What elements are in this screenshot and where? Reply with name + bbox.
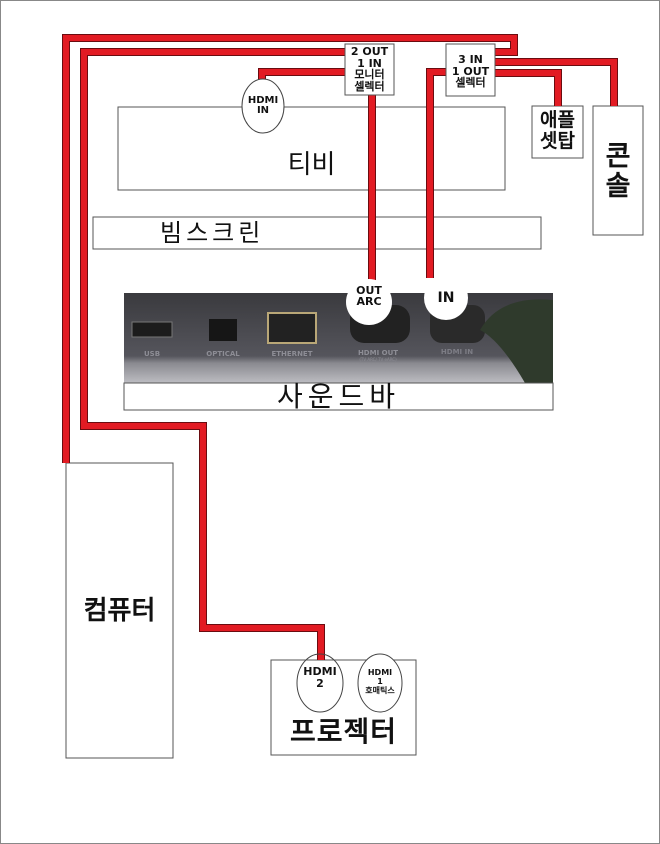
beam-screen-label: 빔스크린 — [160, 219, 265, 247]
photo-hdmi-in-label: HDMI IN — [440, 348, 474, 356]
port-line: HDMI — [247, 95, 279, 106]
selector-line: 1 OUT — [451, 64, 490, 78]
ethernet-port — [267, 312, 317, 344]
selector-line: 2 OUT — [350, 45, 389, 58]
cable-selector-to-soundbar-in — [427, 69, 446, 278]
soundbar-out-arc-label: OUT ARC — [346, 285, 392, 307]
port-line: 2 — [316, 677, 324, 690]
usb-port — [131, 321, 173, 338]
photo-ethernet-label: ETHERNET — [271, 350, 313, 358]
cable-apple-settop — [495, 70, 561, 106]
cable-selector-to-tv — [259, 69, 345, 82]
selector-line: 모니터 — [354, 68, 385, 81]
tv-label: 티비 — [287, 150, 336, 180]
monitor-selector-box — [344, 43, 395, 96]
soundbar-label-box — [123, 382, 554, 411]
port-line: 호매틱스 — [365, 686, 395, 695]
input-selector-label: 3 IN 1 OUT 셀렉터 — [446, 54, 495, 89]
console-line: 콘 — [605, 141, 631, 172]
cables — [62, 34, 618, 660]
soundbar-out-arc-port — [346, 279, 392, 325]
apple-settop-line: 애플 — [540, 109, 575, 131]
cable-console — [495, 59, 617, 106]
console-line: 솔 — [605, 171, 631, 202]
photo-arc-label: (TV ARC/ TV eARC) — [359, 357, 397, 362]
port-line: IN — [256, 105, 270, 116]
selector-line: 3 IN — [458, 53, 483, 66]
monitor-selector-label: 2 OUT 1 IN 모니터 셀렉터 — [345, 46, 394, 92]
projector-label: 프로젝터 — [289, 715, 398, 748]
port-line: OUT — [356, 284, 382, 297]
projector-hdmi1-label: HDMI 1 호매틱스 — [358, 668, 402, 695]
cable-selector-to-projector — [81, 49, 345, 660]
computer-box — [65, 462, 174, 759]
port-line: HDMI — [303, 665, 337, 678]
port-line: 1 — [377, 677, 383, 686]
apple-settop-label: 애플 셋탑 — [532, 110, 583, 152]
photo-optical-label: OPTICAL — [206, 350, 240, 358]
projector-hdmi2-label: HDMI 2 — [297, 666, 343, 690]
tv-hdmi-in-label: HDMI IN — [242, 96, 284, 116]
selector-line: 1 IN — [357, 56, 382, 70]
console-label: 콘 솔 — [593, 142, 643, 202]
tv-hdmi-in-port — [241, 78, 285, 134]
cable-in-photo — [480, 299, 553, 383]
soundbar-in-port — [424, 276, 468, 320]
soundbar-in-label: IN — [437, 290, 455, 306]
computer-label: 컴퓨터 — [83, 596, 156, 626]
input-selector-box — [445, 43, 496, 97]
apple-settop-box — [531, 105, 584, 159]
cable-computer-to-selector — [63, 35, 517, 463]
selector-line: 셀렉터 — [354, 79, 385, 93]
photo-hdmi-out-label: HDMI OUT — [357, 349, 399, 357]
port-line: HDMI — [367, 668, 393, 677]
apple-settop-line: 셋탑 — [540, 130, 575, 152]
beam-screen-box — [92, 216, 542, 250]
tv-box — [117, 106, 506, 191]
projector-hdmi1-port — [357, 653, 403, 713]
optical-port — [209, 319, 237, 341]
soundbar-label: 사운드바 — [276, 380, 401, 413]
console-box — [592, 105, 644, 236]
selector-line: 셀렉터 — [455, 76, 486, 89]
projector-hdmi2-port — [296, 653, 344, 713]
soundbar-photo — [124, 293, 553, 383]
port-line: ARC — [356, 295, 382, 308]
photo-usb-label: USB — [143, 350, 161, 358]
